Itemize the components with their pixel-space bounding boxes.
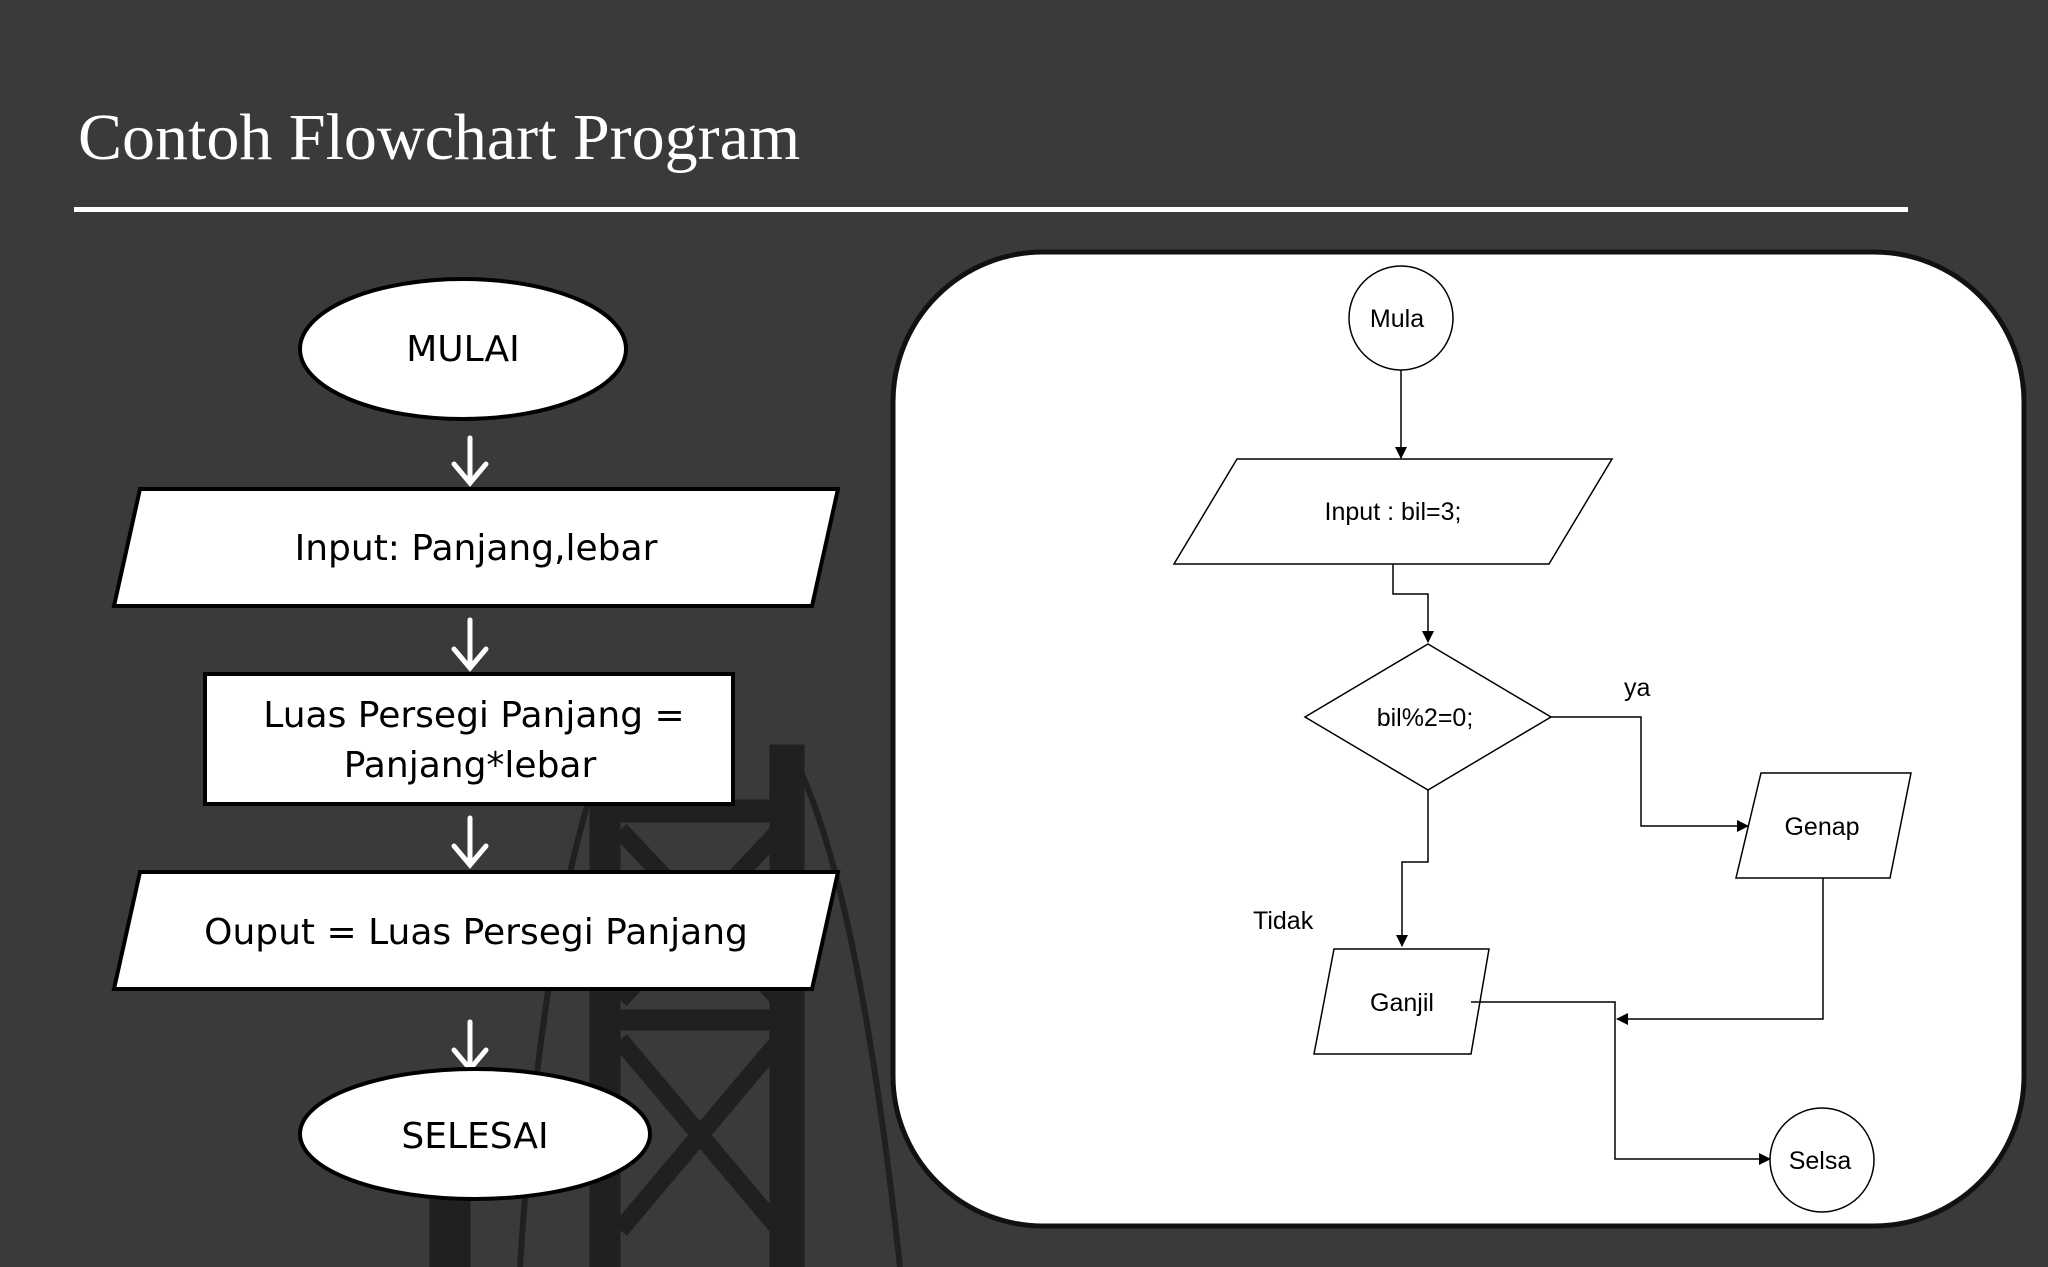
right-yes-label: ya [1624,674,1651,702]
left-end-label: SELESAI [401,1116,548,1157]
left-end-terminal [298,1067,652,1201]
right-connector-input-decision [1392,564,1434,643]
left-process-label-line1: Luas Persegi Panjang = [263,695,684,736]
left-arrow-1 [451,435,489,487]
left-start-label: MULAI [406,329,520,370]
left-start-terminal [298,277,628,421]
right-odd-label: Ganjil [1370,989,1434,1017]
left-process-box [203,672,735,806]
left-input-parallelogram [111,487,841,608]
left-flowchart: MULAI Input: Panjang,lebar Luas Persegi … [111,277,841,1201]
right-connector-even-merge [1616,878,1824,1025]
left-process-label-line2: Panjang*lebar [344,745,597,786]
right-input-parallelogram [1172,458,1614,565]
left-input-label: Input: Panjang,lebar [295,528,658,569]
left-arrow-3 [451,815,489,869]
right-connector-no [1396,790,1429,947]
left-arrow-2 [451,617,489,672]
left-output-parallelogram [111,870,841,991]
title-underline [74,207,1908,212]
right-connector-odd-end [1471,1001,1771,1165]
right-decision-label: bil%2=0; [1377,704,1474,732]
right-odd-parallelogram [1313,948,1490,1055]
right-even-parallelogram [1735,772,1912,879]
right-start-label: Mula [1370,305,1424,333]
right-even-label: Genap [1784,813,1859,841]
right-flowchart: Mula Input : bil=3; bil%2=0; ya Genap Ti… [1172,265,1912,1213]
right-input-label: Input : bil=3; [1325,498,1462,526]
right-end-label: Selsa [1789,1147,1852,1175]
slide-title: Contoh Flowchart Program [78,101,801,174]
left-output-label: Ouput = Luas Persegi Panjang [204,912,748,953]
left-arrow-4 [451,1019,489,1073]
right-end-terminal [1769,1107,1875,1213]
right-no-label: Tidak [1253,907,1314,935]
right-connector-yes [1551,716,1749,832]
